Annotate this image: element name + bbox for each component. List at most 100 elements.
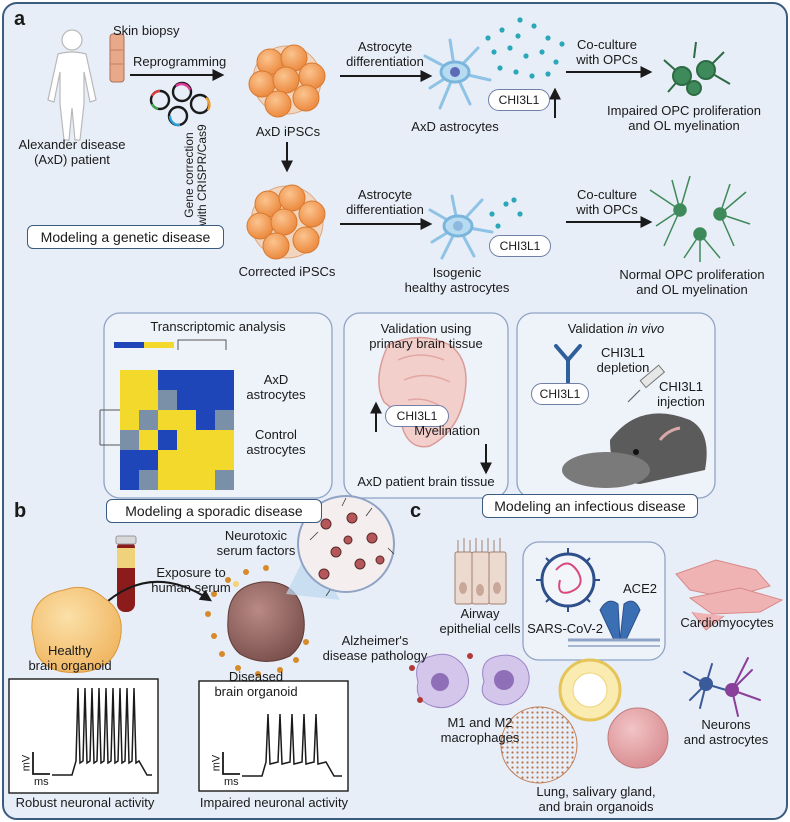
heatmap-cell xyxy=(158,450,177,470)
axd-ipsc-cluster xyxy=(248,44,326,118)
skin-biopsy-icon xyxy=(109,33,125,83)
skin-biopsy-label: Skin biopsy xyxy=(113,23,180,38)
modeling-sporadic-label: Modeling a sporadic disease xyxy=(106,499,322,523)
impaired-label-1: Impaired OPC proliferation xyxy=(607,103,761,118)
heatmap-cell xyxy=(177,470,196,490)
organoids-label-2: and brain organoids xyxy=(538,799,654,814)
heatmap-cell xyxy=(139,370,158,390)
heatmap-cell xyxy=(196,410,215,430)
validation-primary-2: primary brain tissue xyxy=(369,336,483,351)
ace2-label: ACE2 xyxy=(623,581,657,596)
heatmap-cell xyxy=(158,390,177,410)
sars-cov-2-virion xyxy=(536,548,600,612)
organoids-icon xyxy=(500,658,669,784)
antibody-icon xyxy=(554,344,582,384)
mv-label-impaired: mV xyxy=(210,754,223,772)
corrected-ipsc-cluster xyxy=(246,184,326,260)
heatmap-cell xyxy=(177,450,196,470)
chi3l1-secretion-top xyxy=(485,17,565,79)
panel-a-letter: a xyxy=(14,8,26,30)
heatmap-cell xyxy=(158,430,177,450)
gene-correction-line-2: with CRISPR/Cas9 xyxy=(195,124,209,226)
macrophages-label-1: M1 and M2 xyxy=(447,715,513,730)
heatmap-cell xyxy=(139,450,158,470)
exposure-label-2: human serum xyxy=(151,580,231,595)
myelination-label: Myelination xyxy=(414,423,480,438)
heatmap-cell xyxy=(215,470,234,490)
blood-tube-icon xyxy=(115,535,137,612)
neurons-label-2: and astrocytes xyxy=(683,732,769,747)
astro-diff-bottom-2: differentiation xyxy=(346,202,424,217)
validation-primary-1: Validation using xyxy=(380,321,472,336)
validation-vivo-label: Validation in vivo xyxy=(517,322,715,336)
ms-label-impaired: ms xyxy=(224,776,239,788)
serum-factor-dots xyxy=(205,565,309,677)
heatmap-cell xyxy=(139,470,158,490)
corrected-ipscs-label: Corrected iPSCs xyxy=(238,264,336,279)
heatmap-cell xyxy=(158,470,177,490)
normal-ol-cells xyxy=(649,175,751,262)
coculture-top-1: Co-culture xyxy=(577,37,637,52)
coculture-bottom-1: Co-culture xyxy=(577,187,637,202)
chi3l1-injection-2: injection xyxy=(657,394,705,409)
neurons-icon xyxy=(683,657,761,717)
heatmap-cell xyxy=(196,470,215,490)
patient-icon xyxy=(47,29,97,141)
validation-vivo-prefix: Validation xyxy=(567,321,628,336)
axd-heatmap-label-1: AxD xyxy=(263,372,289,387)
heatmap-cell xyxy=(196,430,215,450)
heatmap-cell xyxy=(215,410,234,430)
axd-heatmap-label-2: astrocytes xyxy=(246,387,306,402)
heatmap-cell xyxy=(120,470,139,490)
isogenic-label-1: Isogenic xyxy=(432,265,482,280)
heatmap-cell xyxy=(177,430,196,450)
macrophages-icon xyxy=(409,653,530,709)
astro-diff-top-1: Astrocyte xyxy=(357,39,413,54)
sars-box xyxy=(522,541,666,661)
astro-diff-bottom-1: Astrocyte xyxy=(357,187,413,202)
heatmap-cell xyxy=(215,390,234,410)
panel-c-letter: c xyxy=(410,500,422,522)
chi3l1-pill-top: CHI3L1 xyxy=(488,89,550,111)
neurotoxic-label-2: serum factors xyxy=(216,543,296,558)
macrophages-label-2: macrophages xyxy=(440,730,520,745)
diseased-label-2: brain organoid xyxy=(214,684,298,699)
ms-label-robust: ms xyxy=(34,776,49,788)
normal-label-1: Normal OPC proliferation xyxy=(619,267,765,282)
cardiomyocytes-label: Cardiomyocytes xyxy=(680,615,774,630)
chi3l1-pill-vivo: CHI3L1 xyxy=(531,383,589,405)
chi3l1-depletion-2: depletion xyxy=(596,360,650,375)
impaired-trace xyxy=(242,713,342,777)
mouse-icon xyxy=(562,413,707,488)
exposure-label-1: Exposure to xyxy=(156,565,226,580)
axd-ipscs-label: AxD iPSCs xyxy=(255,124,321,139)
organoids-label-1: Lung, salivary gland, xyxy=(536,784,656,799)
alz-label-2: disease pathology xyxy=(322,648,428,663)
impaired-label-2: and OL myelination xyxy=(628,118,740,133)
chi3l1-depletion-1: CHI3L1 xyxy=(600,345,646,360)
heatmap-cell xyxy=(139,430,158,450)
sars-label: SARS-CoV-2 xyxy=(527,621,603,636)
mv-label-robust: mV xyxy=(20,754,33,772)
control-heatmap-label-2: astrocytes xyxy=(246,442,306,457)
panel-b-letter: b xyxy=(14,500,27,522)
axd-astrocyte xyxy=(423,38,492,110)
heatmap-cell xyxy=(177,370,196,390)
axd-astrocytes-label: AxD astrocytes xyxy=(411,119,499,134)
neurons-label-1: Neurons xyxy=(701,717,751,732)
heatmap-cell xyxy=(139,390,158,410)
heatmap-cell xyxy=(158,410,177,430)
heatmap-cell xyxy=(177,390,196,410)
diseased-organoid xyxy=(227,581,305,662)
healthy-label-1: Healthy xyxy=(47,643,93,658)
heatmap xyxy=(99,339,234,490)
normal-label-2: and OL myelination xyxy=(636,282,748,297)
airway-epithelial-icon xyxy=(454,538,507,605)
heatmap-cell xyxy=(120,450,139,470)
impaired-ol-cells xyxy=(663,41,731,96)
alz-label-1: Alzheimer's xyxy=(341,633,409,648)
heatmap-cell xyxy=(158,370,177,390)
transcriptomic-title: Transcriptomic analysis xyxy=(150,319,286,334)
astro-diff-top-2: differentiation xyxy=(346,54,424,69)
plasmid-icons xyxy=(149,81,211,127)
